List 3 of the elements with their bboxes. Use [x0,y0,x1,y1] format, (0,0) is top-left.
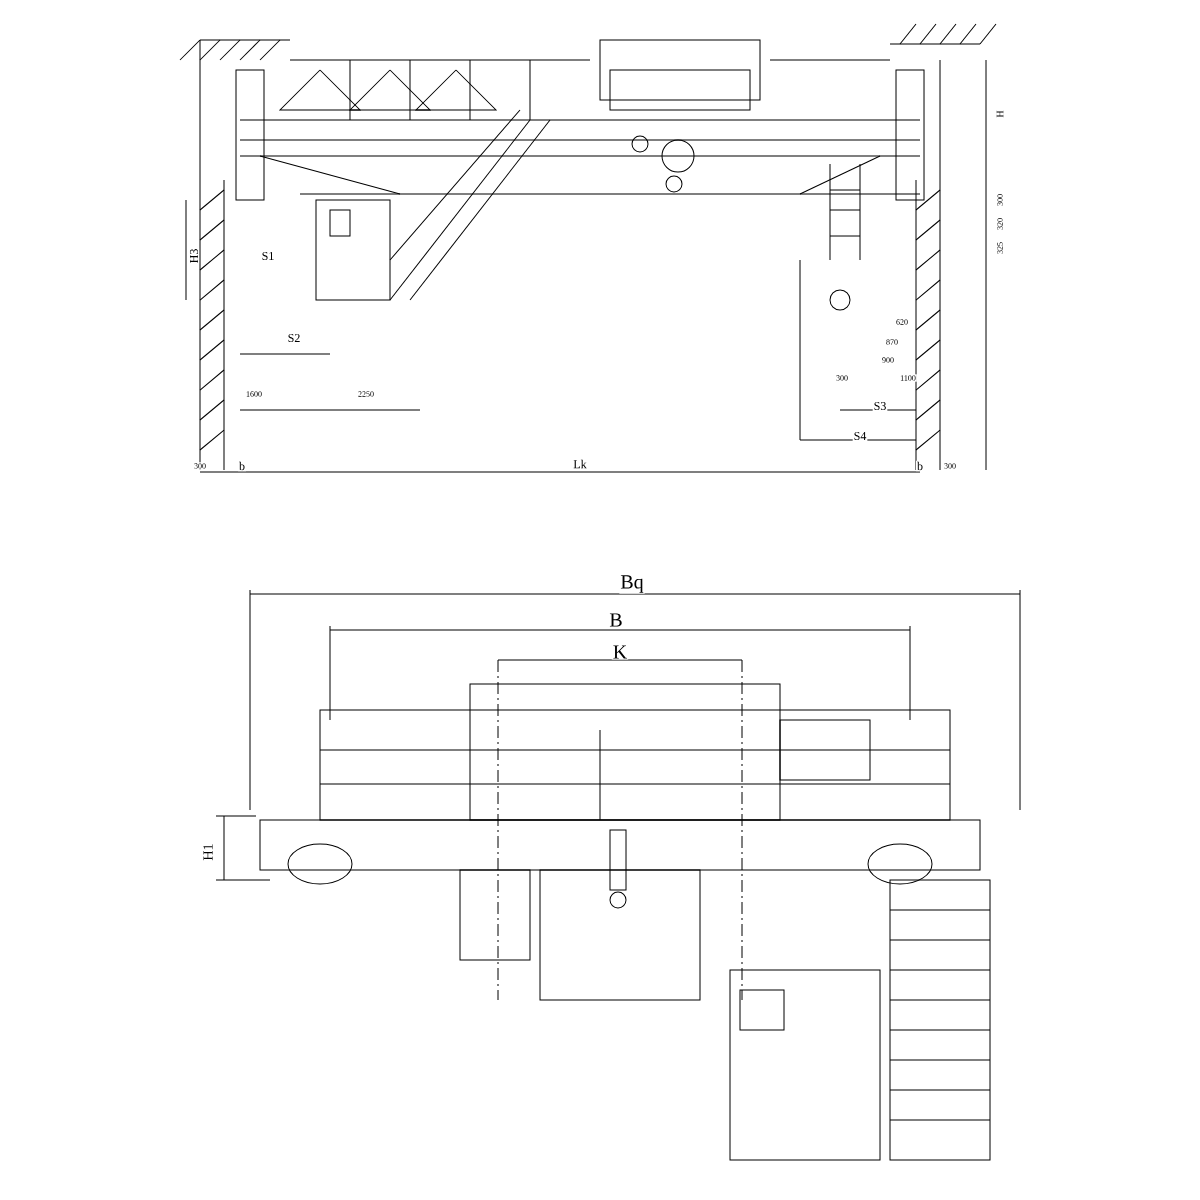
dimension-label: B [608,612,624,628]
dimension-label: Bq [619,574,645,594]
dimension-label: K [611,644,629,660]
